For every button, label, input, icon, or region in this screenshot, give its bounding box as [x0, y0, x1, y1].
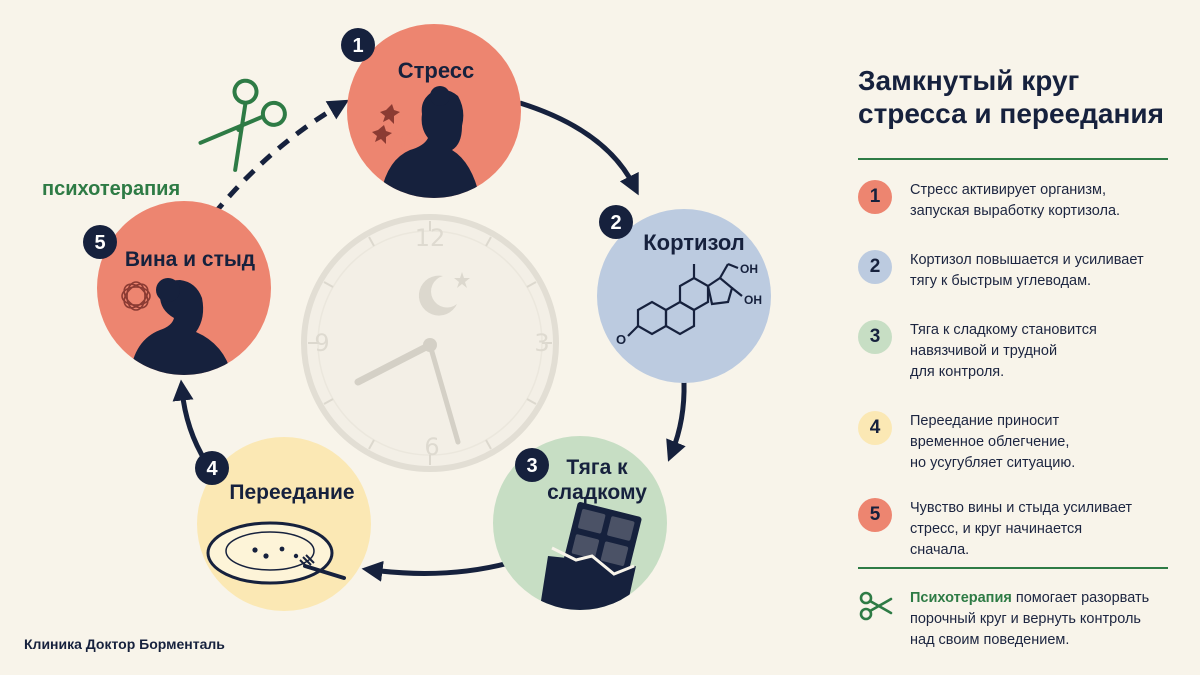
svg-text:1: 1	[352, 35, 363, 57]
stage-title: Кортизол	[643, 230, 745, 255]
stage-cortisol-circle	[597, 209, 771, 383]
cycle-diagram: 12 3 6 9 психотерапия	[42, 24, 771, 611]
legend-text: Тяга к сладкому становится навязчивой и …	[910, 322, 1097, 380]
stage-number-badge	[83, 225, 117, 259]
divider	[858, 158, 1168, 160]
clock-number-9: 9	[314, 329, 329, 357]
clock-icon: 12 3 6 9	[301, 214, 559, 472]
page-title: Замкнутый круг стресса и переедания	[858, 65, 1164, 129]
legend-text: Чувство вины и стыда усиливает стресс, и…	[910, 500, 1133, 558]
empty-plate-icon	[206, 521, 346, 585]
moon-icon	[418, 275, 457, 316]
legend-number-badge: 3	[858, 320, 892, 354]
legend-number-badge: 4	[858, 411, 892, 445]
clock-number-3: 3	[534, 329, 549, 357]
stage-number-badge	[195, 451, 229, 485]
psychotherapy-note: Психотерапия помогает разорвать порочный…	[910, 590, 1150, 648]
svg-text:O: O	[616, 332, 626, 347]
stage-cortisol: OH OH O 2 Кортизол	[597, 205, 771, 383]
svg-text:OH: OH	[744, 293, 762, 307]
therapy-label: психотерапия	[42, 178, 180, 200]
star-icon	[454, 272, 470, 288]
stressed-woman-icon	[380, 86, 480, 198]
legend-text: Переедание приносит временное облегчение…	[910, 413, 1076, 471]
stage-title: сладкому	[547, 481, 647, 504]
svg-text:OH: OH	[740, 262, 758, 276]
svg-text:3: 3	[526, 455, 537, 477]
stage-number-badge	[341, 28, 375, 62]
sad-woman-icon	[130, 278, 232, 375]
stage-craving: 3 Тяга к сладкому	[493, 436, 667, 610]
legend-number-badge: 1	[858, 180, 892, 214]
svg-text:5: 5	[94, 232, 105, 254]
cycle-arrows	[172, 99, 687, 582]
stage-stress: 1 Стресс	[341, 24, 521, 198]
legend-number-badge: 5	[858, 498, 892, 532]
legend-number-badge: 2	[858, 250, 892, 284]
svg-text:2: 2	[610, 212, 621, 234]
cortisol-molecule-icon	[627, 262, 743, 337]
tangled-thoughts-icon	[121, 281, 151, 311]
legend-panel: Замкнутый круг стресса и переедания 1 Ст…	[858, 0, 1174, 675]
scissors-icon	[198, 78, 287, 172]
divider	[858, 567, 1168, 569]
stage-title: Вина и стыд	[125, 248, 255, 271]
pain-spark-icon	[372, 104, 400, 144]
clock-number-12: 12	[415, 224, 446, 252]
stage-overeating: 4 Переедание	[195, 437, 371, 611]
stage-title: Тяга к	[566, 456, 628, 479]
scissors-icon	[859, 591, 893, 621]
chocolate-bar-icon	[538, 502, 642, 610]
clinic-brand: Клиника Доктор Борменталь	[24, 636, 225, 652]
svg-text:4: 4	[206, 458, 218, 480]
stage-number-badge	[599, 205, 633, 239]
stage-title: Переедание	[229, 481, 354, 504]
stage-number-badge	[515, 448, 549, 482]
legend-text: Стресс активирует организм, запуская выр…	[910, 182, 1121, 219]
clock-number-6: 6	[424, 433, 439, 461]
legend-text: Кортизол повышается и усиливает тягу к б…	[910, 252, 1144, 289]
stage-title: Стресс	[398, 58, 475, 83]
stage-guilt: 5 Вина и стыд	[83, 201, 271, 375]
